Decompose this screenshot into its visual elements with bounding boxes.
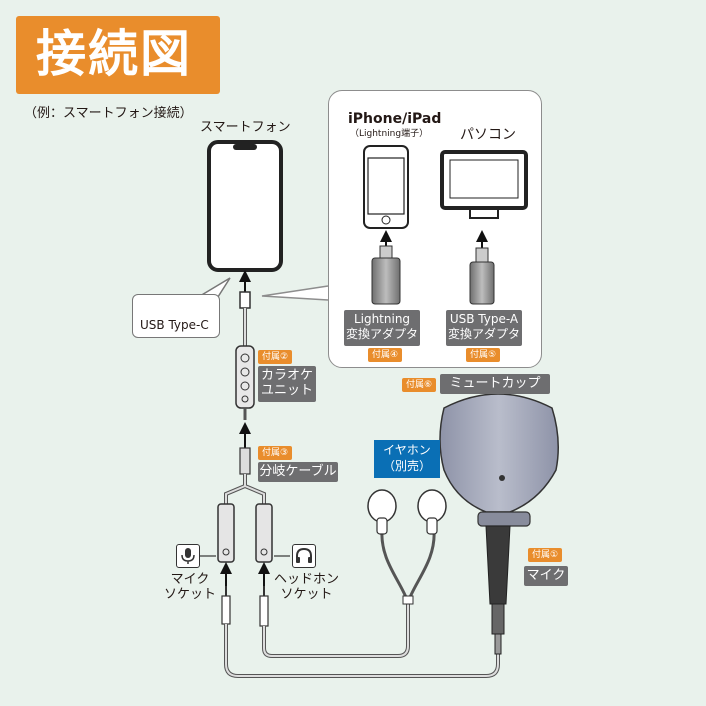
pc-monitor	[440, 150, 528, 219]
headphone-socket-line2: ソケット	[280, 587, 333, 602]
branch-cable	[217, 447, 273, 563]
mic-plug	[221, 586, 231, 625]
earphone-label: イヤホン （別売）	[374, 440, 440, 478]
usbc-plug	[239, 291, 251, 309]
title-banner	[16, 16, 220, 94]
mic-socket-line1: マイク	[170, 572, 210, 587]
iphone	[363, 145, 409, 229]
mute-cup-label: ミュートカップ	[440, 374, 550, 394]
iphone-subtitle: （Lightning端子）	[350, 129, 429, 139]
example-note: （例：スマートフォン接続）	[24, 106, 193, 121]
mic-socket-line2: ソケット	[164, 587, 217, 602]
headphone-socket-line1: ヘッドホン	[274, 572, 340, 587]
accessory-5-badge: 付属⑤	[466, 348, 501, 362]
karaoke-unit-line1: カラオケ	[260, 368, 313, 383]
usba-adapter	[469, 247, 495, 305]
callout-wedge	[261, 285, 329, 301]
mute-cup	[439, 393, 559, 527]
lightning-adapter-label: Lightning 変換アダプタ	[344, 310, 420, 346]
usba-adapter-line1: USB Type-A	[449, 312, 519, 326]
lightning-adapter-line2: 変換アダプタ	[345, 327, 418, 341]
karaoke-unit	[235, 345, 255, 409]
pc-label: パソコン	[460, 127, 516, 143]
iphone-title: iPhone/iPad	[348, 111, 442, 127]
smartphone	[207, 140, 283, 272]
microphone-label: マイク	[524, 566, 568, 586]
microphone-icon	[176, 544, 200, 568]
usba-adapter-label: USB Type-A 変換アダプタ	[446, 310, 522, 346]
earphone-line1: イヤホン	[383, 443, 431, 457]
accessory-4-badge: 付属④	[368, 348, 403, 362]
earphones	[367, 489, 447, 535]
usba-adapter-line2: 変換アダプタ	[447, 327, 520, 341]
microphone	[485, 525, 511, 655]
headphone-plug	[259, 586, 269, 627]
page-title: 接続図	[36, 25, 192, 83]
accessory-3-badge: 付属③	[258, 446, 293, 460]
lightning-adapter	[371, 245, 401, 305]
accessory-2-badge: 付属②	[258, 350, 293, 364]
karaoke-unit-line2: ユニット	[260, 383, 313, 398]
accessory-6-badge: 付属⑥	[402, 378, 437, 392]
lightning-adapter-line1: Lightning	[353, 312, 411, 326]
karaoke-unit-label: カラオケ ユニット	[258, 366, 316, 402]
mic-socket-label: マイク ソケット	[164, 572, 216, 602]
smartphone-label: スマートフォン	[200, 120, 291, 135]
headphone-icon	[292, 544, 316, 568]
branch-cable-label: 分岐ケーブル	[258, 462, 338, 482]
usbc-label: USB Type-C	[140, 318, 209, 332]
headphone-socket-label: ヘッドホン ソケット	[274, 572, 339, 602]
accessory-1-badge: 付属①	[528, 548, 563, 562]
earphone-line2: （別売）	[382, 459, 431, 473]
earphone-cable	[262, 604, 410, 658]
usbc-callout	[132, 294, 220, 338]
